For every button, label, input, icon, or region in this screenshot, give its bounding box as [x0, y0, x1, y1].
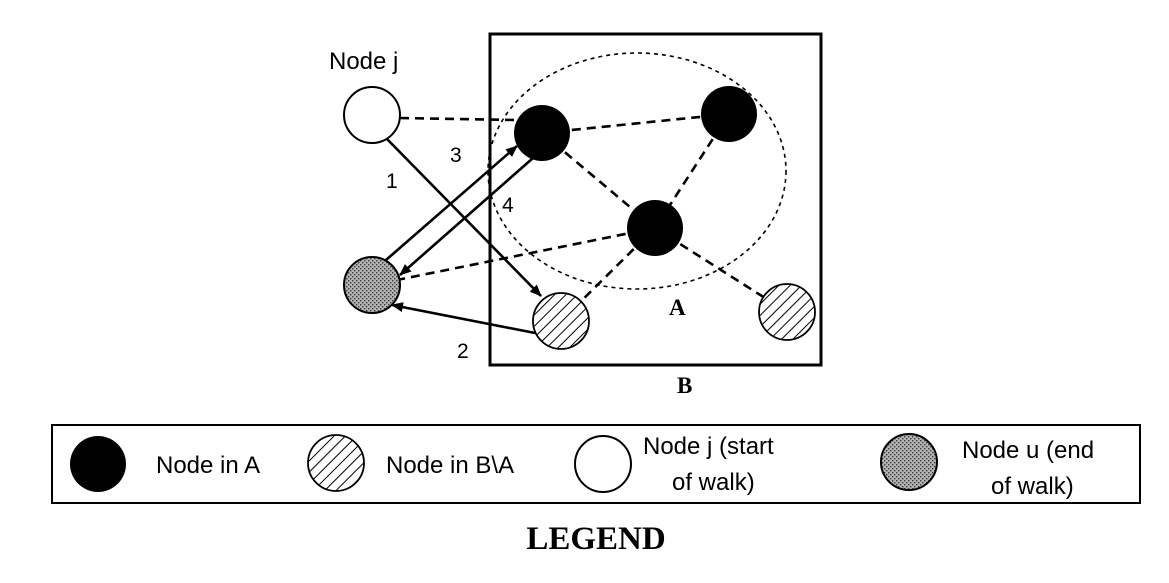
node-u: [343, 256, 401, 314]
edge-a3-u: [371, 226, 656, 287]
edge-j-a1: [399, 116, 516, 122]
legend-box: [51, 424, 1141, 504]
set-a-label: A: [669, 295, 686, 320]
legend-title: LEGEND: [526, 521, 665, 557]
edge-a1-a2: [541, 112, 730, 135]
node-a-3: [627, 200, 683, 256]
node-j-label: Node j: [329, 48, 398, 75]
legend-node-in-a-label: Node in A: [156, 452, 260, 479]
walk-step-3-arrow: [385, 145, 518, 261]
legend-node-in-b-minus-a-icon: [307, 434, 365, 492]
node-a-1: [514, 105, 570, 161]
node-b-minus-a-1: [532, 292, 590, 350]
legend-node-in-a-icon: [70, 436, 126, 492]
set-b-label: B: [677, 373, 692, 398]
walk-step-1-arrow: [385, 137, 542, 297]
legend-node-j-label-line1: Node j (start: [643, 433, 774, 460]
edge-label-2: 2: [457, 340, 469, 363]
legend-node-u-icon: [880, 433, 938, 491]
walk-step-2-arrow: [391, 302, 536, 335]
legend-node-j-icon: [574, 435, 632, 493]
node-a-2: [701, 86, 757, 142]
legend-node-u-label-line2: of walk): [991, 473, 1074, 500]
edge-label-1: 1: [386, 170, 398, 193]
set-a-ellipse: [487, 52, 787, 290]
legend-node-j-label-line2: of walk): [672, 469, 755, 496]
edge-a3-b2: [654, 226, 788, 314]
legend-node-u-label-line1: Node u (end: [962, 437, 1094, 464]
node-b-minus-a-2: [758, 283, 816, 341]
walk-step-4-arrow: [399, 157, 534, 276]
edge-label-4: 4: [502, 194, 514, 217]
set-b-box: [488, 32, 823, 367]
edge-label-3: 3: [450, 144, 462, 167]
walk-steps: [385, 137, 542, 335]
node-j: [343, 86, 401, 144]
legend-node-in-b-minus-a-label: Node in B\A: [386, 452, 514, 479]
